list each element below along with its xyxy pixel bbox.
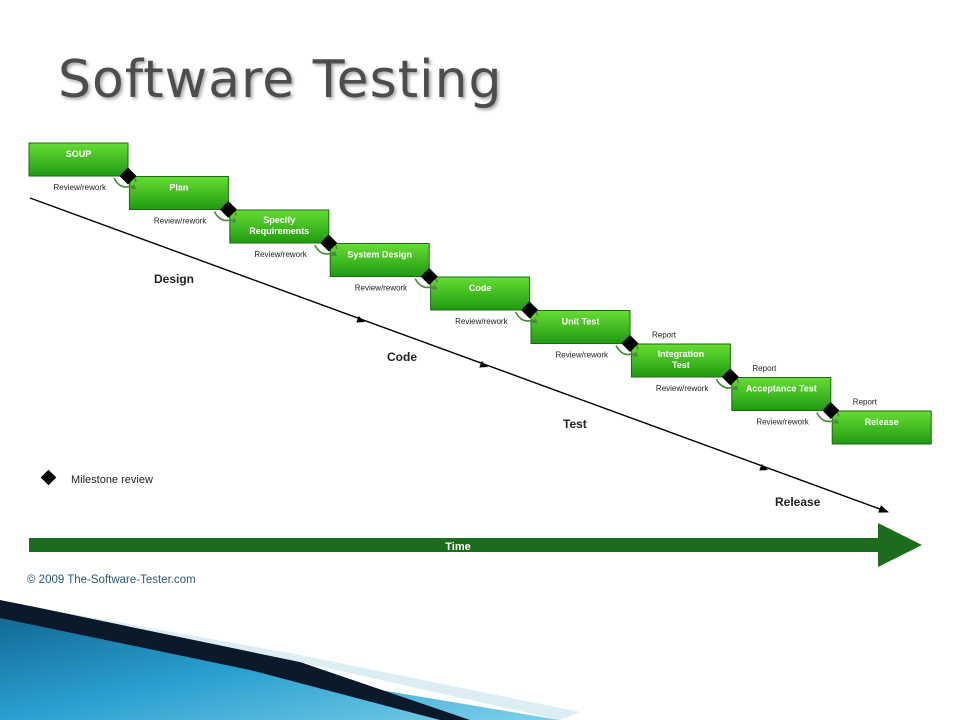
review-cycle-arrow bbox=[213, 211, 233, 222]
stage-label: Unit Test bbox=[562, 317, 600, 327]
stage-code: Code bbox=[430, 276, 531, 311]
review-cycle-arrow bbox=[715, 378, 735, 389]
time-label: Time bbox=[445, 541, 470, 553]
report-label: Report bbox=[853, 398, 878, 407]
milestone-diamond-icon bbox=[420, 268, 438, 285]
review-cycle-arrowhead bbox=[732, 385, 739, 390]
review-cycle-arrow bbox=[113, 177, 133, 188]
stage-label: Acceptance Test bbox=[746, 384, 817, 394]
stage-box bbox=[329, 243, 430, 277]
phase-label-release: Release bbox=[775, 495, 821, 509]
timeline-arrowhead bbox=[356, 315, 365, 323]
milestone-4: Review/rework bbox=[355, 268, 438, 293]
review-cycle-arrow bbox=[414, 278, 434, 289]
review-rework-label: Review/rework bbox=[154, 217, 207, 226]
review-cycle-arrowhead bbox=[330, 251, 337, 256]
stage-label: Integration bbox=[658, 349, 705, 359]
milestone-diamond-icon bbox=[40, 469, 57, 486]
stage-label: Test bbox=[672, 360, 690, 370]
stage-box bbox=[430, 276, 531, 311]
review-cycle-arrow bbox=[615, 345, 635, 356]
stage-label: Code bbox=[469, 283, 492, 293]
timeline-arrowhead bbox=[759, 463, 768, 471]
milestone-diamond-icon bbox=[822, 402, 840, 419]
stage-box bbox=[229, 209, 330, 244]
milestone-diamond-icon bbox=[219, 201, 237, 218]
stage-box bbox=[530, 310, 631, 344]
review-cycle-arrow bbox=[314, 244, 334, 255]
stage-box bbox=[28, 142, 129, 177]
stage-label: SOUP bbox=[66, 149, 92, 159]
milestone-1: Review/rework bbox=[54, 167, 137, 192]
stage-box bbox=[731, 377, 832, 411]
milestone-diamond-icon bbox=[621, 335, 639, 352]
review-rework-label: Review/rework bbox=[656, 384, 709, 393]
stage-box bbox=[831, 410, 932, 445]
milestone-5: Review/rework bbox=[455, 301, 539, 326]
review-rework-label: Review/rework bbox=[254, 250, 307, 259]
milestone-diamond-icon bbox=[119, 167, 137, 185]
milestone-8: Review/rework Report bbox=[756, 398, 877, 427]
legend: Milestone review bbox=[40, 469, 153, 486]
phase-label-code: Code bbox=[387, 350, 417, 364]
stage-soup: SOUP bbox=[28, 142, 129, 177]
phase-label-design: Design bbox=[154, 272, 194, 286]
stage-box bbox=[128, 176, 229, 210]
milestone-2: Review/rework bbox=[154, 201, 238, 226]
milestone-diamond-icon bbox=[320, 234, 338, 252]
stage-label: Requirements bbox=[249, 226, 309, 236]
report-label: Report bbox=[752, 364, 777, 373]
stage-plan: Plan bbox=[128, 176, 229, 210]
review-cycle-arrow bbox=[816, 412, 836, 423]
review-cycle-arrowhead bbox=[431, 284, 438, 290]
stage-label: Specify bbox=[263, 215, 295, 225]
milestone-7: Review/rework Report bbox=[656, 364, 777, 393]
timeline-arrowhead bbox=[479, 360, 488, 368]
stage-label: Release bbox=[865, 417, 899, 427]
stage-label: Plan bbox=[169, 183, 188, 193]
stage-acceptance-test: Acceptance Test bbox=[731, 377, 832, 411]
stage-system-design: System Design bbox=[329, 243, 430, 277]
timeline-line bbox=[29, 197, 889, 513]
review-cycle-arrowhead bbox=[531, 318, 538, 323]
stage-unit-test: Unit Test bbox=[530, 310, 631, 344]
time-arrow-shape bbox=[29, 523, 922, 567]
report-label: Report bbox=[652, 331, 677, 340]
review-cycle-arrowhead bbox=[130, 184, 136, 189]
stage-label: System Design bbox=[347, 250, 412, 260]
review-cycle-arrow bbox=[514, 311, 534, 322]
time-arrow: Time bbox=[29, 523, 922, 567]
review-rework-label: Review/rework bbox=[455, 317, 508, 326]
milestone-diamond-icon bbox=[721, 368, 739, 386]
stage-box bbox=[630, 343, 731, 378]
slide-title: Software Testing bbox=[58, 50, 503, 110]
review-rework-label: Review/rework bbox=[355, 284, 408, 293]
milestone-3: Review/rework bbox=[254, 234, 338, 259]
review-rework-label: Review/rework bbox=[756, 418, 809, 427]
phase-label-test: Test bbox=[563, 417, 587, 431]
review-cycle-arrowhead bbox=[832, 418, 839, 424]
milestone-diamond-icon bbox=[521, 301, 539, 319]
review-rework-label: Review/rework bbox=[54, 183, 107, 192]
review-cycle-arrowhead bbox=[632, 351, 638, 357]
review-rework-label: Review/rework bbox=[556, 351, 609, 360]
legend-milestone-label: Milestone review bbox=[71, 474, 153, 486]
copyright-text: © 2009 The-Software-Tester.com bbox=[27, 574, 196, 586]
milestone-6: Review/rework Report bbox=[556, 331, 677, 360]
review-cycle-arrowhead bbox=[230, 217, 237, 223]
stage-release: Release bbox=[831, 410, 932, 445]
